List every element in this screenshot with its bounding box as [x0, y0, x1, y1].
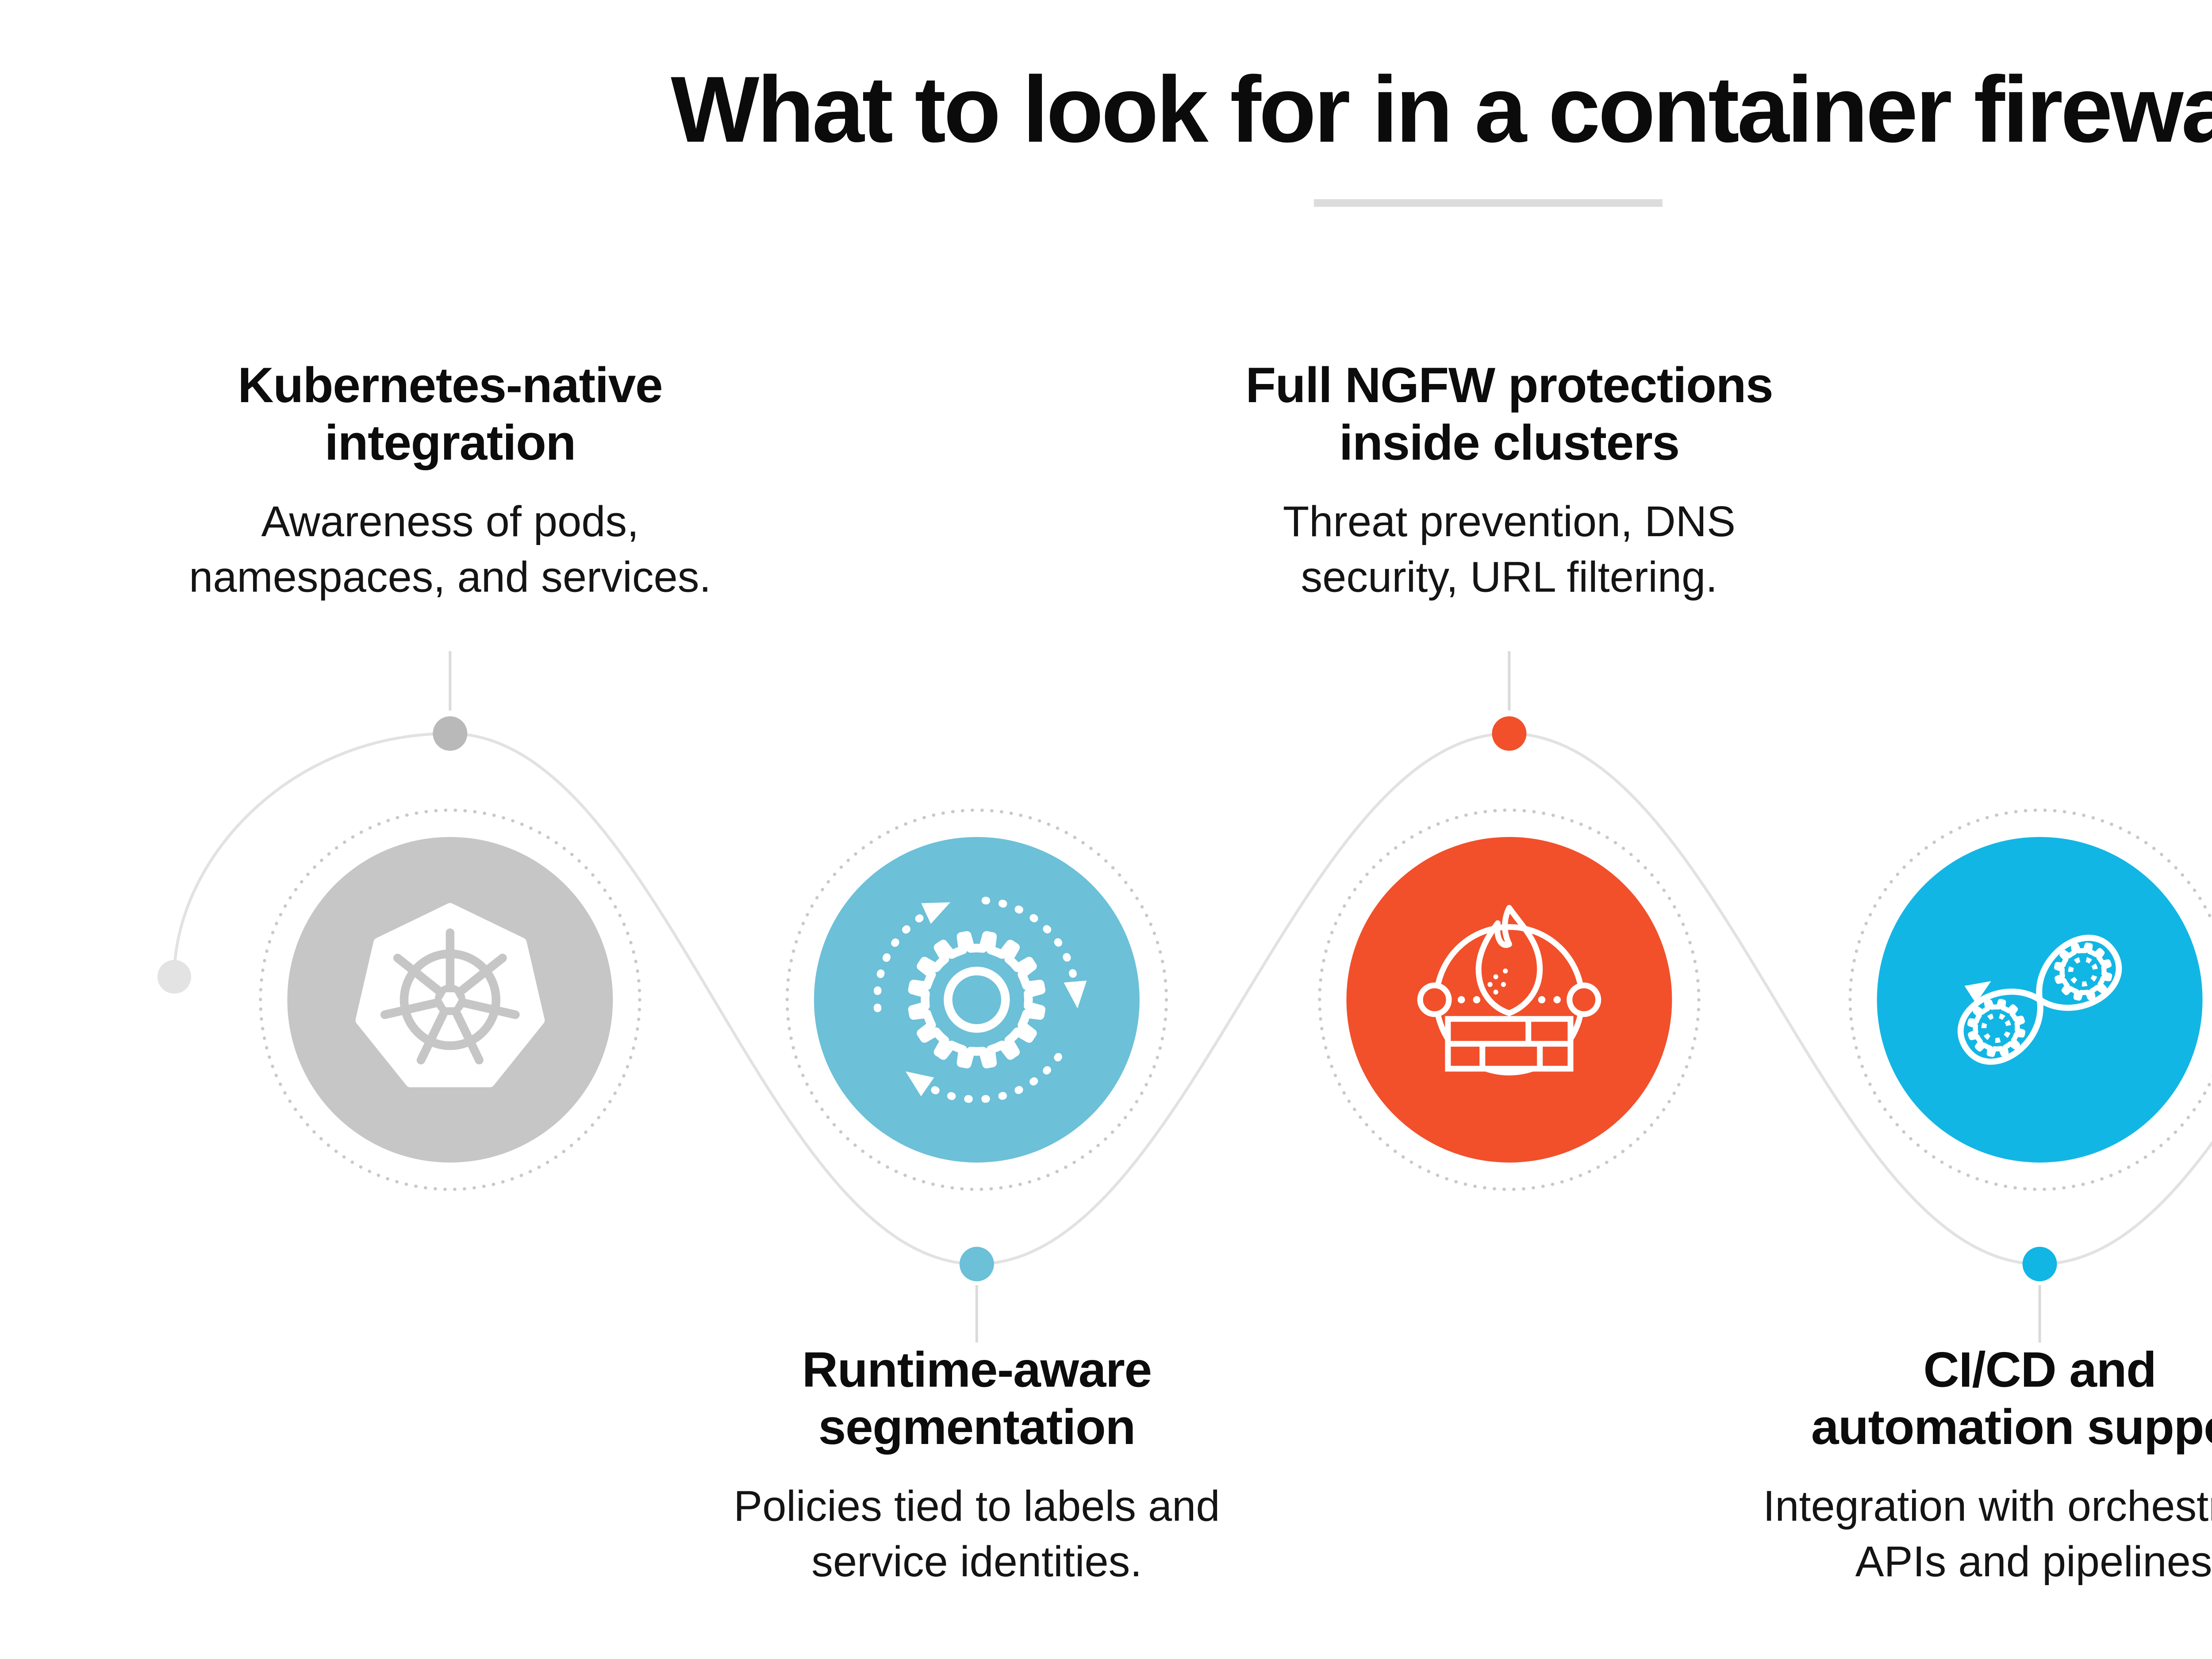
card-title: Full NGFW protections inside clusters	[1245, 356, 1773, 472]
firewall-flame-icon	[1417, 905, 1601, 1075]
node-dot-cicd	[2022, 1247, 2057, 1282]
card-cicd-automation-support: CI/CD and automation support Integration…	[1657, 1340, 2212, 1591]
wave-start-dot	[157, 960, 192, 994]
card-full-ngfw-protections: Full NGFW protections inside clusters Th…	[1126, 356, 1893, 607]
node-dot-runtime	[959, 1247, 994, 1282]
page-title: What to look for in a container firewall	[671, 59, 2212, 163]
card-title: Kubernetes-native integration	[238, 356, 663, 472]
card-runtime-aware-segmentation: Runtime-aware segmentation Policies tied…	[594, 1340, 1360, 1591]
cicd-infinity-gears-icon	[1957, 934, 2122, 1065]
step-bubble-runtime	[785, 808, 1168, 1191]
step-bubble-ngfw	[1318, 808, 1701, 1191]
card-desc: Integration with orchestration APIs and …	[1763, 1483, 2212, 1586]
step-bubble-cicd	[1848, 808, 2212, 1191]
card-title: CI/CD and automation support	[1811, 1340, 2212, 1456]
node-dot-kubernetes	[433, 716, 468, 751]
kubernetes-wheel-icon	[355, 903, 545, 1087]
card-desc: Awareness of pods, namespaces, and servi…	[189, 498, 711, 602]
circle-background	[1346, 837, 1672, 1163]
node-dot-ngfw	[1492, 716, 1527, 751]
card-desc: Policies tied to labels and service iden…	[733, 1483, 1220, 1586]
card-centralized-management: Centralized management across clusters C…	[2183, 356, 2212, 607]
step-bubble-kubernetes	[259, 808, 641, 1191]
circle-background	[814, 837, 1140, 1163]
card-kubernetes-native-integration: Kubernetes-native integration Awareness …	[67, 356, 833, 607]
dotted-ring	[259, 808, 641, 1191]
dotted-ring	[785, 808, 1168, 1191]
dotted-ring	[1848, 808, 2212, 1191]
card-title: Centralized management across clusters	[2183, 356, 2212, 472]
rotating-gear-icon	[873, 896, 1087, 1103]
title-underline	[1313, 199, 1663, 207]
connector-stems	[449, 651, 2041, 1343]
dotted-ring	[1318, 808, 1701, 1191]
card-desc: Consistent policies across distributed e…	[2183, 497, 2212, 607]
card-title: Runtime-aware segmentation	[802, 1340, 1152, 1456]
card-desc: Threat prevention, DNS security, URL fil…	[1283, 498, 1736, 602]
